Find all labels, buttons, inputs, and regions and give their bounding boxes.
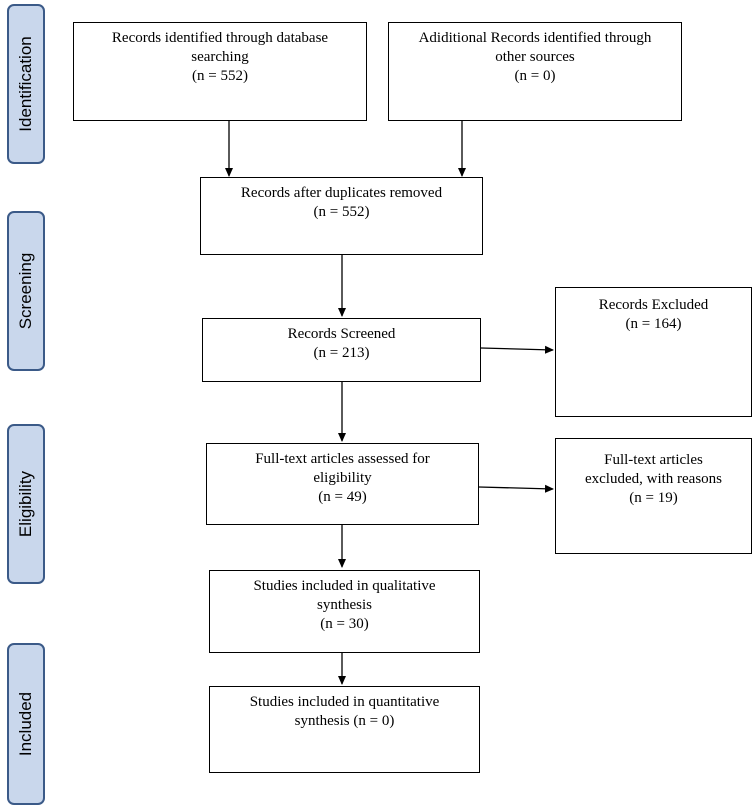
quantitative-line2: synthesis (n = 0) [294, 713, 395, 729]
fulltext-assessed-line2: eligibility [313, 470, 372, 486]
fulltext-excluded-count: (n = 19) [629, 490, 678, 506]
arrow-screened-to-excluded [480, 345, 554, 354]
additional-records-line2: other sources [495, 49, 575, 65]
database-records-line1: Records identified through database [111, 30, 329, 46]
records-screened-count: (n = 213) [313, 345, 370, 361]
box-fulltext-excluded: Full-text articles excluded, with reason… [555, 438, 752, 554]
phase-included: Included [7, 643, 45, 805]
additional-records-line1: Adiditional Records identified through [418, 30, 652, 46]
qualitative-line2: synthesis [316, 597, 372, 613]
additional-records-count: (n = 0) [514, 68, 556, 84]
database-records-count: (n = 552) [192, 68, 248, 84]
after-duplicates-line1: Records after duplicates removed [240, 185, 443, 201]
box-records-excluded: Records Excluded (n = 164) [555, 287, 752, 417]
box-quantitative-synthesis: Studies included in quantitative synthes… [209, 686, 480, 773]
phase-screening: Screening [7, 211, 45, 371]
box-fulltext-assessed: Full-text articles assessed for eligibil… [206, 443, 479, 525]
records-excluded-line1: Records Excluded [598, 297, 709, 313]
quantitative-line1: Studies included in quantitative [249, 694, 440, 710]
phase-eligibility: Eligibility [7, 424, 45, 584]
box-additional-records: Adiditional Records identified through o… [388, 22, 682, 121]
box-after-duplicates: Records after duplicates removed (n = 55… [200, 177, 483, 255]
box-database-records: Records identified through database sear… [73, 22, 367, 121]
after-duplicates-count: (n = 552) [313, 204, 370, 220]
fulltext-excluded-line1: Full-text articles [604, 452, 703, 468]
fulltext-excluded-line2: excluded, with reasons [584, 471, 723, 487]
arrow-fulltext-to-excluded [478, 484, 554, 493]
qualitative-count: (n = 30) [320, 616, 369, 632]
records-excluded-count: (n = 164) [625, 316, 682, 332]
box-qualitative-synthesis: Studies included in qualitative synthesi… [209, 570, 480, 653]
phase-identification: Identification [7, 4, 45, 164]
fulltext-assessed-count: (n = 49) [318, 489, 367, 505]
qualitative-line1: Studies included in qualitative [253, 578, 436, 594]
records-screened-line1: Records Screened [287, 326, 396, 342]
database-records-line2: searching [191, 49, 249, 65]
box-records-screened: Records Screened (n = 213) [202, 318, 481, 382]
fulltext-assessed-line1: Full-text articles assessed for [255, 451, 430, 467]
